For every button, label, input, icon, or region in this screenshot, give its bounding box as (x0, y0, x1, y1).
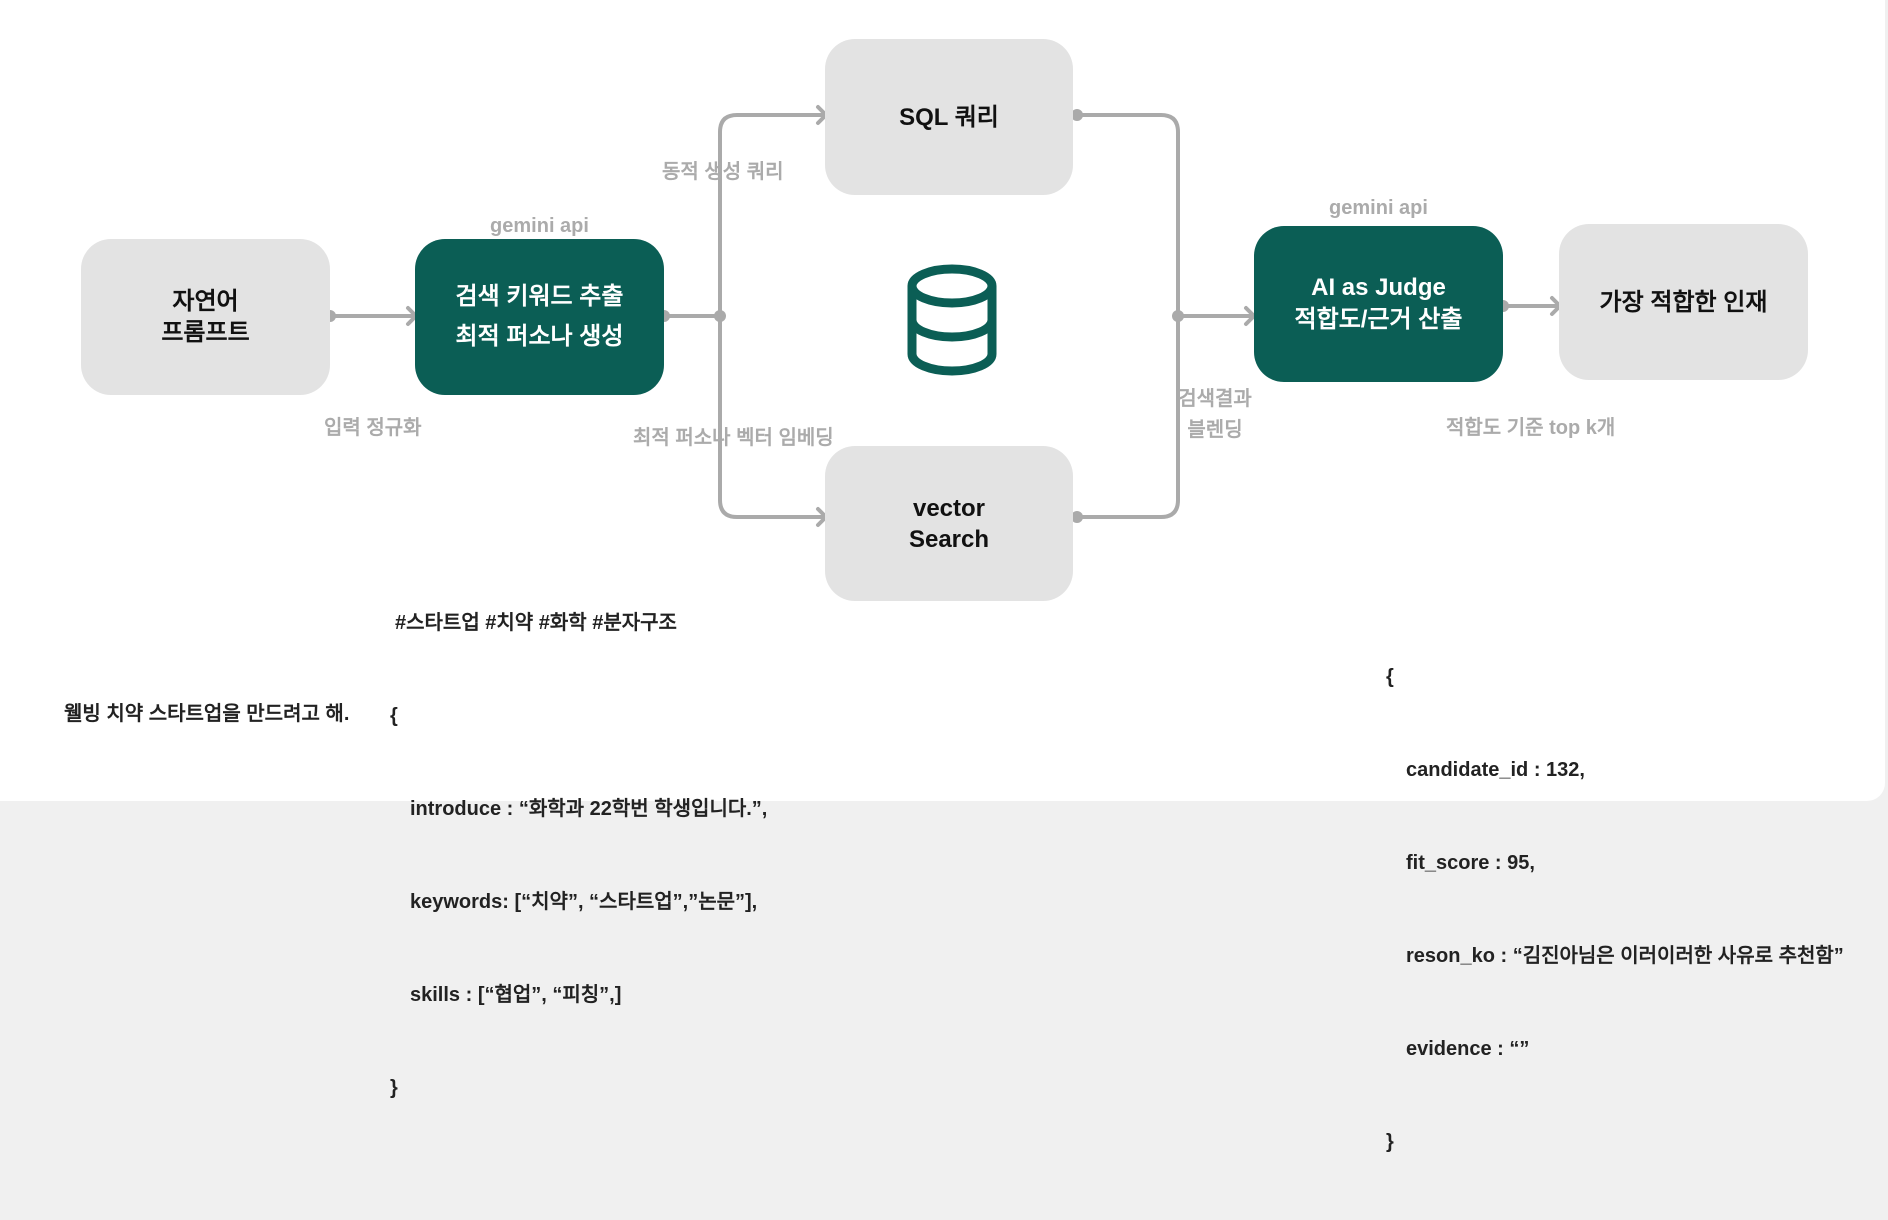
edge-label-line: 블렌딩 (1187, 419, 1243, 441)
json-line: evidence : “” (1406, 1038, 1530, 1060)
edge-sql-to-bus (1075, 113, 1180, 318)
database-icon (907, 264, 997, 376)
edge-label-result-blending: 검색결과 블렌딩 (1170, 384, 1260, 446)
node-label-line: 프롬프트 (161, 319, 250, 346)
node-label-line: 최적 퍼소나 생성 (455, 323, 624, 350)
json-open-brace: { (1386, 666, 1394, 688)
json-line: candidate_id : 132, (1406, 759, 1585, 781)
node-sql-query[interactable]: SQL 쿼리 (825, 39, 1073, 195)
json-close-brace: } (1386, 1131, 1394, 1153)
node-label-line: vector (912, 494, 986, 522)
node-best-candidate[interactable]: 가장 적합한 인재 (1559, 224, 1808, 380)
json-line: fit_score : 95, (1406, 852, 1535, 874)
node-ai-as-judge[interactable]: AI as Judge 적합도/근거 산출 (1254, 226, 1503, 382)
node-natural-language-prompt[interactable]: 자연어 프롬프트 (81, 239, 330, 395)
junction-right (1172, 310, 1184, 322)
node-keyword-extraction[interactable]: 검색 키워드 추출 최적 퍼소나 생성 (415, 239, 664, 395)
edge-label-line: 검색결과 (1178, 388, 1252, 410)
edge-label-top-k: 적합도 기준 top k개 (1446, 417, 1616, 439)
example-judge-json: { candidate_id : 132, fit_score : 95, re… (1386, 600, 1844, 1220)
json-line: skills : [“협업”, “피칭”,] (410, 984, 622, 1006)
json-line: keywords: [“치약”, “스타트업”,”논문”], (410, 891, 758, 913)
edge-label-persona-embedding: 최적 퍼소나 벡터 임베딩 (633, 427, 834, 449)
example-input-sentence: 웰빙 치약 스타트업을 만드려고 해. (64, 703, 350, 725)
json-open-brace: { (390, 705, 398, 727)
example-persona-json: { introduce : “화학과 22학번 학생입니다.”, keyword… (390, 639, 767, 1166)
example-keyword-hashtags: #스타트업 #치약 #화학 #분자구조 (395, 612, 677, 634)
node-label-line: 적합도/근거 산출 (1294, 306, 1463, 333)
caption-gemini-api-extract: gemini api (490, 215, 589, 237)
edge-vector-to-bus (1075, 314, 1180, 519)
node-label-line: 가장 적합한 인재 (1599, 288, 1768, 316)
node-vector-search[interactable]: vector Search (825, 446, 1073, 601)
edge-bus-to-vector (718, 314, 828, 519)
json-line: reson_ko : “김진아님은 이러이러한 사유로 추천함” (1406, 945, 1844, 967)
diagram-canvas: 자연어 프롬프트 gemini api 검색 키워드 추출 최적 퍼소나 생성 … (0, 0, 1885, 1153)
node-label-line: Search (908, 525, 990, 553)
json-close-brace: } (390, 1077, 398, 1099)
caption-gemini-api-judge: gemini api (1329, 197, 1428, 219)
edge-label-dynamic-query: 동적 생성 쿼리 (662, 161, 784, 183)
edge-bus-to-sql (718, 113, 828, 318)
edge-label-input-normalization: 입력 정규화 (324, 417, 422, 439)
node-label-line: SQL 쿼리 (899, 103, 999, 131)
node-label-line: AI as Judge (1311, 274, 1446, 301)
arrowhead-judge (1244, 306, 1256, 326)
node-label-line: 자연어 (172, 288, 239, 315)
json-line: introduce : “화학과 22학번 학생입니다.”, (410, 798, 768, 820)
junction-left (714, 310, 726, 322)
node-label-line: 검색 키워드 추출 (455, 283, 624, 310)
